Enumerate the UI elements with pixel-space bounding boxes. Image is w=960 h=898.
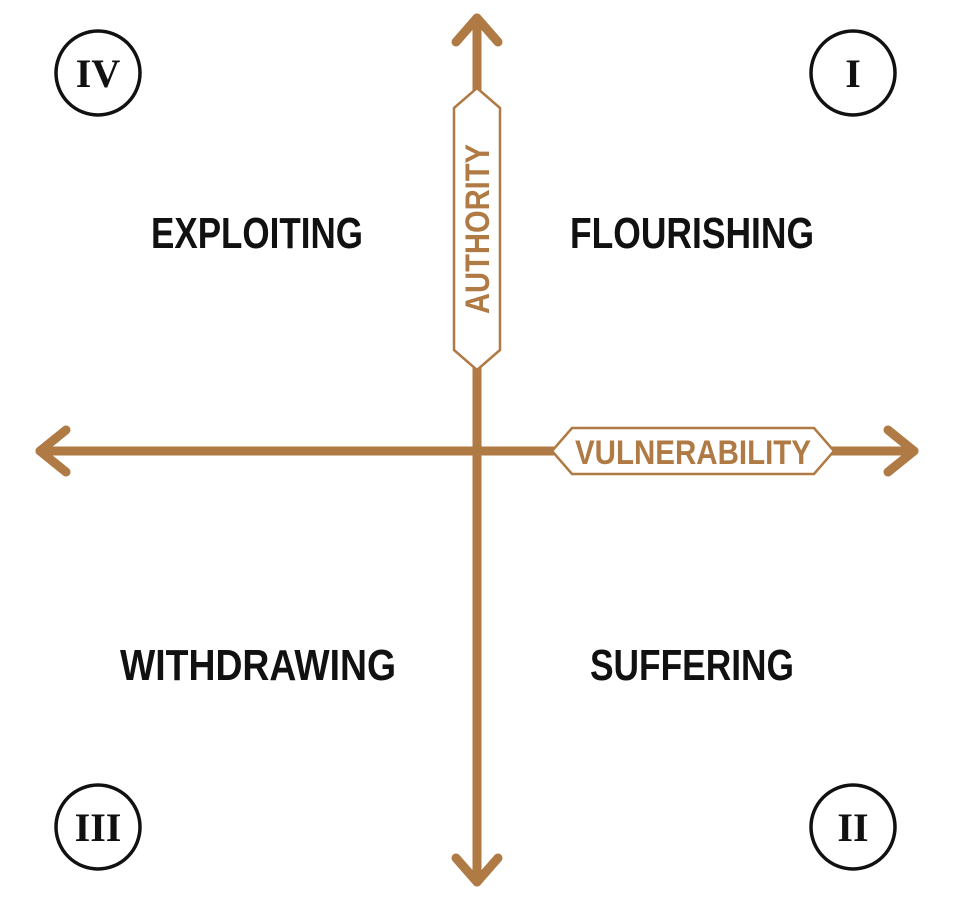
svg-text:I: I	[845, 51, 861, 96]
svg-text:IV: IV	[76, 51, 121, 96]
numeral-badge-iii: III	[54, 783, 142, 871]
numeral-badge-iv: IV	[54, 29, 142, 117]
quadrant-label-flourishing: FLOURISHING	[570, 209, 814, 258]
vulnerability-label: VULNERABILITY	[575, 434, 811, 472]
arrow-up-icon	[451, 13, 503, 47]
arrow-right-icon	[883, 425, 919, 477]
authority-label: AUTHORITY	[459, 144, 497, 314]
vulnerability-label-box: VULNERABILITY	[550, 426, 836, 476]
numeral-badge-i: I	[809, 29, 897, 117]
quadrant-label-withdrawing: WITHDRAWING	[120, 641, 396, 690]
arrow-left-icon	[35, 425, 71, 477]
svg-text:III: III	[75, 805, 122, 850]
quadrant-label-exploiting: EXPLOITING	[151, 209, 363, 258]
numeral-badge-ii: II	[809, 783, 897, 871]
authority-label-box: AUTHORITY	[452, 86, 502, 372]
svg-text:II: II	[837, 805, 868, 850]
arrow-down-icon	[451, 853, 503, 887]
quadrant-label-suffering: SUFFERING	[590, 641, 794, 690]
